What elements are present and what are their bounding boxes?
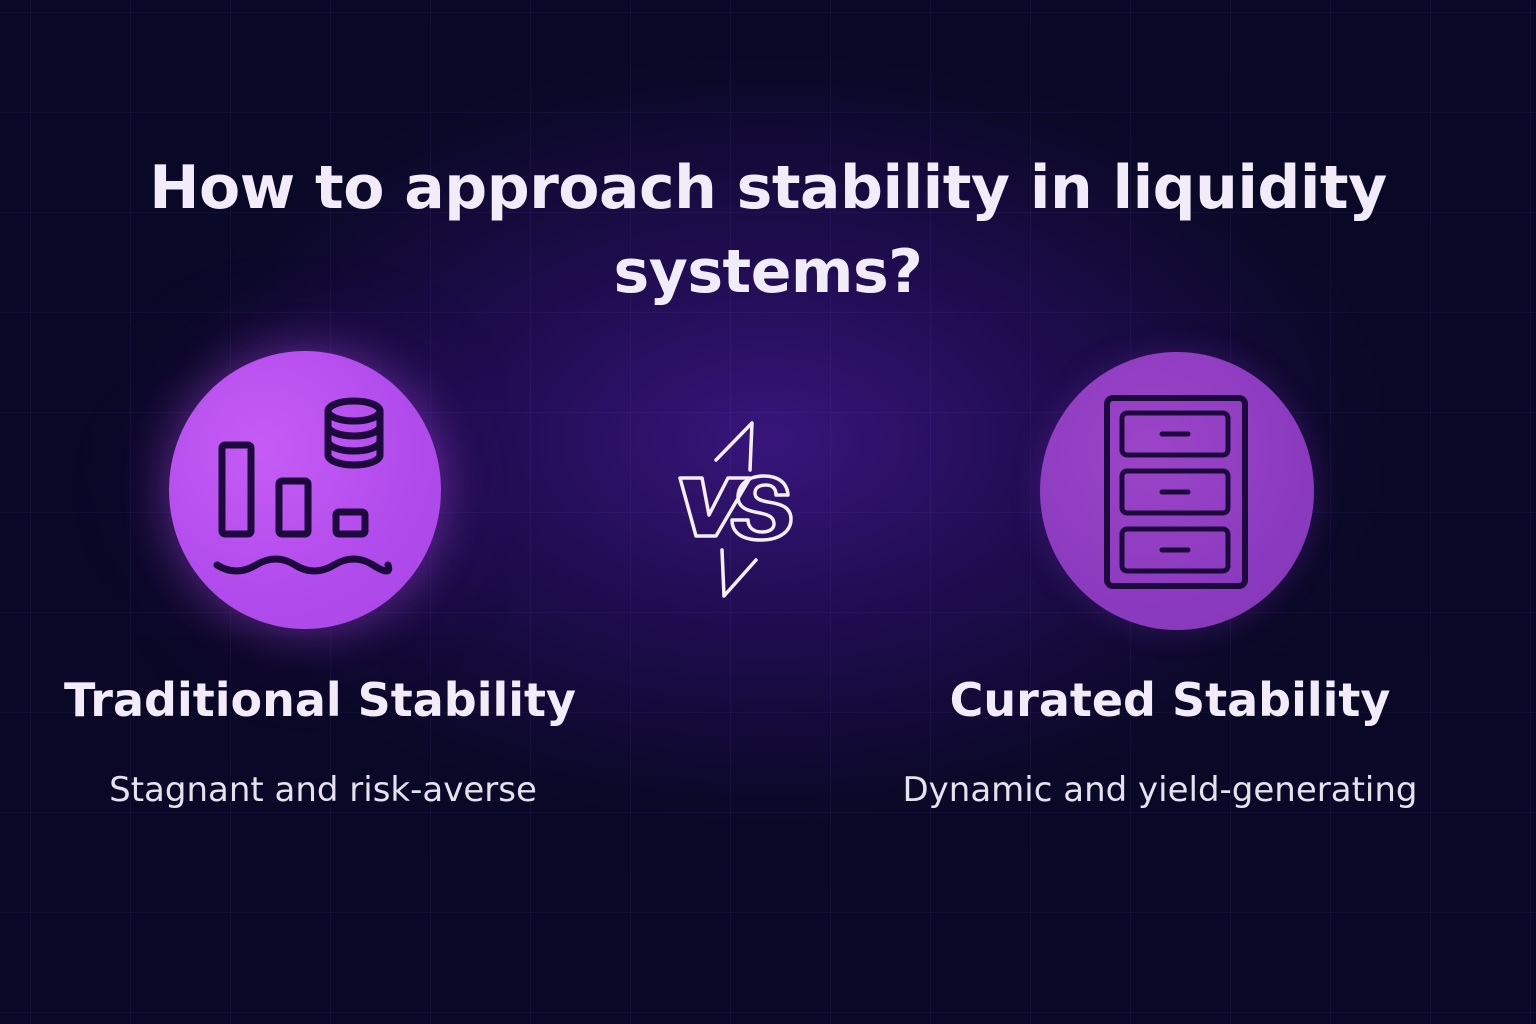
vs-icon [678, 421, 793, 598]
curated-stability-subtitle: Dynamic and yield-generating [902, 770, 1418, 810]
bars-coins-water-icon [213, 397, 393, 575]
page-title: How to approach stability in liquidity s… [149, 153, 1387, 307]
traditional-stability-badge [169, 351, 441, 629]
filing-cabinet-icon [1104, 395, 1248, 589]
traditional-stability-heading: Traditional Stability [63, 673, 577, 727]
curated-stability-badge [1040, 352, 1314, 630]
curated-stability-heading: Curated Stability [949, 673, 1391, 727]
traditional-stability-subtitle: Stagnant and risk-averse [109, 770, 537, 810]
